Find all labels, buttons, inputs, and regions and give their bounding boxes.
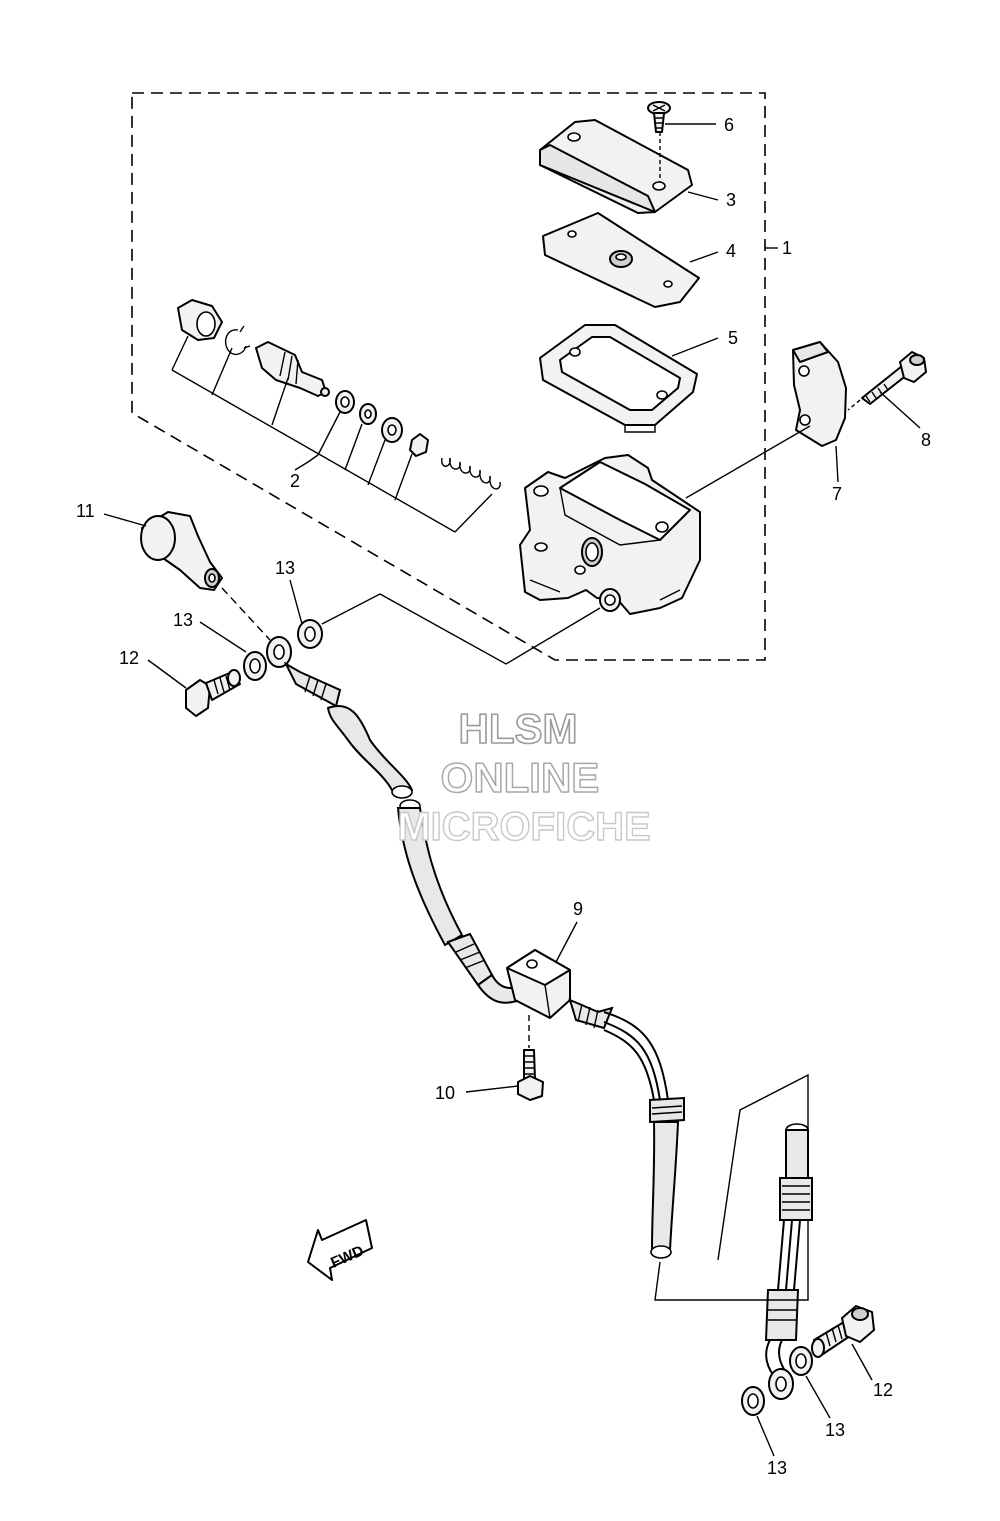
- callout-2: 2: [290, 471, 300, 491]
- callout-12-a: 12: [119, 648, 139, 668]
- callout-13-a: 13: [275, 558, 295, 578]
- part-13-washer-top-a[interactable]: [243, 651, 267, 681]
- watermark: HLSM ONLINE MICROFICHE: [397, 704, 652, 850]
- part-5-gasket[interactable]: [539, 324, 698, 433]
- callout-7: 7: [832, 484, 842, 504]
- callout-9: 9: [573, 899, 583, 919]
- callout-12-b: 12: [873, 1380, 893, 1400]
- brake-pipe-lower[interactable]: [568, 998, 685, 1259]
- watermark-line-3: MICROFICHE: [397, 805, 650, 849]
- callout-13-b: 13: [173, 610, 193, 630]
- master-cylinder-body[interactable]: [519, 454, 701, 615]
- callout-13-d: 13: [767, 1458, 787, 1478]
- callout-5: 5: [728, 328, 738, 348]
- part-13-washer-bottom-b[interactable]: [741, 1386, 765, 1416]
- callout-4: 4: [726, 241, 736, 261]
- part-3-cap[interactable]: [539, 119, 693, 214]
- part-13-washer-top-b[interactable]: [297, 619, 323, 649]
- part-9-joint[interactable]: [506, 949, 571, 1019]
- callout-6: 6: [724, 115, 734, 135]
- watermark-line-1: HLSM: [459, 705, 578, 752]
- part-7-holder[interactable]: [792, 341, 847, 447]
- callout-8: 8: [921, 430, 931, 450]
- callout-13-c: 13: [825, 1420, 845, 1440]
- brake-hose-upper[interactable]: [266, 636, 414, 799]
- watermark-line-2: ONLINE: [441, 754, 600, 801]
- part-4-plate[interactable]: [542, 212, 700, 308]
- part-2-piston-kit[interactable]: [171, 299, 501, 533]
- part-6-screw[interactable]: [647, 101, 671, 133]
- leader-lines: [103, 123, 921, 1457]
- part-8-bolt[interactable]: [847, 351, 927, 411]
- part-12-union-bolt-top[interactable]: [185, 669, 241, 717]
- callout-3: 3: [726, 190, 736, 210]
- part-10-bolt[interactable]: [517, 1015, 544, 1101]
- part-12-union-bolt-bottom[interactable]: [811, 1305, 875, 1358]
- fwd-arrow-icon: FWD: [307, 1219, 373, 1281]
- callout-labels: 6 3 4 1 5 8 2 7 11 13 13 12 9 10 12 13 1…: [76, 115, 931, 1478]
- part-13-washer-bottom-a[interactable]: [789, 1346, 813, 1376]
- callout-11: 11: [76, 501, 95, 521]
- callout-10: 10: [435, 1083, 455, 1103]
- part-11-cover[interactable]: [140, 511, 271, 641]
- callout-1: 1: [782, 238, 792, 258]
- brake-hose-bottom[interactable]: [764, 1123, 813, 1400]
